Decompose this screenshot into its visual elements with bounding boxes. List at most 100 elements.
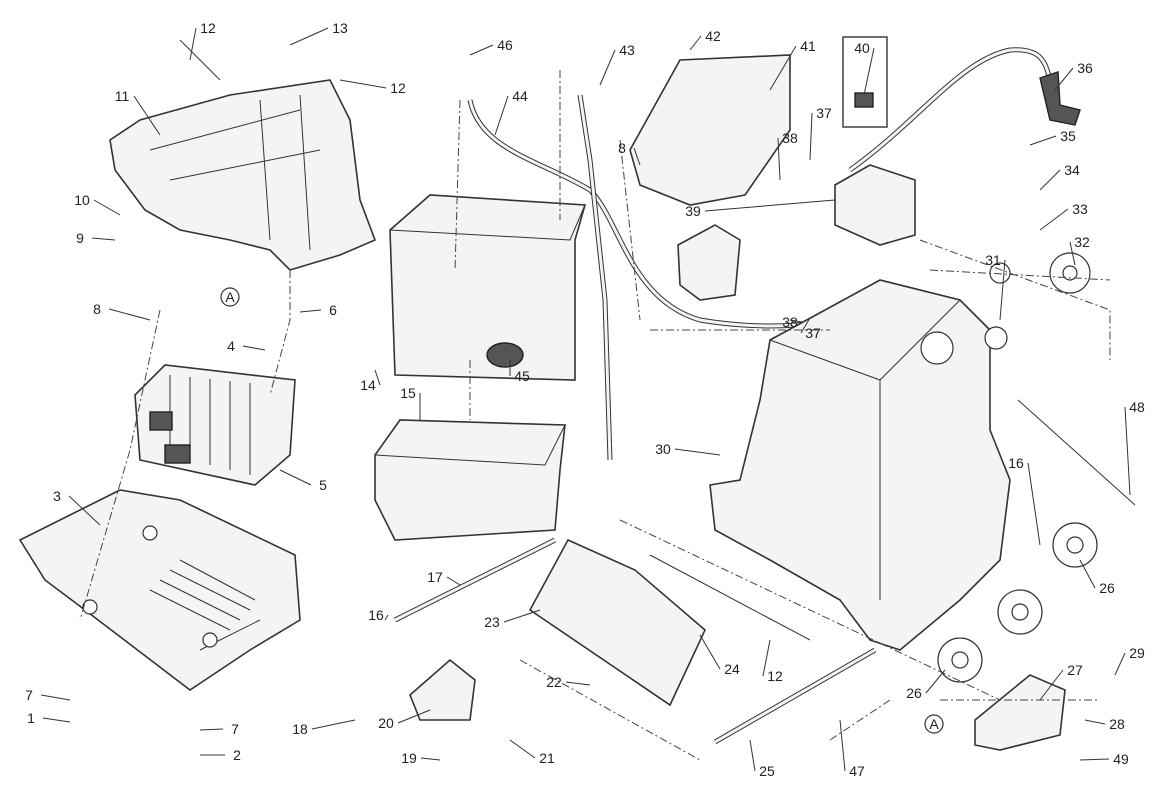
- callout-8: 8: [93, 301, 151, 321]
- callout-number: 11: [115, 88, 130, 104]
- callout-45: 45: [509, 360, 530, 384]
- callout-27: 27: [1039, 662, 1083, 701]
- callout-number: 12: [390, 80, 406, 96]
- relay-box-part: [834, 164, 916, 246]
- svg-text:A: A: [225, 289, 235, 305]
- callout-35: 35: [1029, 128, 1076, 146]
- leader-line: [469, 44, 494, 56]
- callout-number: 13: [332, 20, 348, 36]
- callout-8: 8: [618, 140, 641, 166]
- leader-line: [699, 634, 721, 670]
- callout-42: 42: [689, 28, 721, 51]
- leader-line: [242, 345, 266, 351]
- callout-2: 2: [200, 747, 241, 763]
- callout-number: 15: [400, 385, 416, 401]
- callout-number: 9: [76, 230, 84, 246]
- callout-37: 37: [809, 105, 832, 161]
- callout-23: 23: [484, 609, 541, 630]
- leader-line: [1054, 67, 1074, 91]
- callout-15: 15: [400, 385, 421, 420]
- callout-38: 38: [782, 314, 803, 330]
- callout-12: 12: [339, 79, 406, 96]
- battery-part: [389, 194, 587, 381]
- callout-12: 12: [762, 639, 783, 684]
- callout-number: 4: [227, 338, 235, 354]
- callout-26: 26: [906, 669, 946, 701]
- callout-21: 21: [509, 739, 555, 766]
- callout-number: 46: [497, 37, 513, 53]
- leader-line: [1027, 462, 1041, 546]
- callout-3: 3: [53, 488, 101, 526]
- callout-number: 37: [805, 325, 821, 341]
- svg-text:A: A: [929, 716, 939, 732]
- bracket-part: [974, 674, 1066, 751]
- callout-6: 6: [299, 302, 337, 318]
- leader-line: [420, 757, 441, 761]
- callout-number: 21: [539, 750, 555, 766]
- callout-number: 42: [705, 28, 721, 44]
- frame-part: [709, 279, 1011, 651]
- leader-line: [1079, 559, 1096, 589]
- callout-number: 38: [782, 314, 798, 330]
- callout-26: 26: [1079, 559, 1115, 596]
- leader-line: [1114, 652, 1126, 676]
- callout-34: 34: [1039, 162, 1080, 191]
- leader-line: [133, 95, 161, 136]
- callout-number: 25: [759, 763, 775, 779]
- leader-line: [800, 317, 811, 334]
- callout-number: 45: [514, 368, 530, 384]
- leader-line: [446, 576, 461, 586]
- fuse-inset-frame: [842, 36, 888, 128]
- leader-line: [1084, 719, 1106, 725]
- leader-line: [91, 237, 116, 241]
- leader-line: [199, 728, 224, 731]
- leader-line: [339, 79, 387, 89]
- callout-16: 16: [368, 607, 389, 623]
- callout-number: 49: [1113, 751, 1129, 767]
- leader-line: [108, 308, 151, 321]
- callout-number: 34: [1064, 162, 1080, 178]
- callout-number: 44: [512, 88, 528, 104]
- callout-number: 39: [685, 203, 701, 219]
- callout-47: 47: [839, 719, 865, 779]
- callout-number: 7: [231, 721, 239, 737]
- callout-11: 11: [115, 88, 161, 136]
- callout-43: 43: [599, 42, 635, 86]
- leader-line: [1039, 208, 1069, 231]
- relay-cover-part: [677, 224, 741, 301]
- leader-line: [68, 495, 101, 526]
- callout-29: 29: [1114, 645, 1145, 676]
- callout-number: 28: [1109, 716, 1125, 732]
- callout-number: 36: [1077, 60, 1093, 76]
- callout-31: 31: [985, 252, 1006, 321]
- callout-7: 7: [199, 721, 239, 737]
- callout-number: 41: [800, 38, 816, 54]
- leader-line: [777, 137, 781, 181]
- callout-number: 17: [427, 569, 443, 585]
- callout-number: 32: [1074, 234, 1090, 250]
- battery-tray-part: [374, 419, 566, 541]
- callout-number: 3: [53, 488, 61, 504]
- leader-line: [503, 609, 541, 623]
- leader-line: [999, 259, 1006, 321]
- callout-number: 33: [1072, 201, 1088, 217]
- leader-line: [299, 309, 322, 313]
- callout-number: 23: [484, 614, 500, 630]
- section-marker-A: A: [220, 287, 240, 307]
- leader-line: [374, 369, 381, 386]
- callout-4: 4: [227, 338, 266, 354]
- leader-line: [565, 681, 591, 686]
- callout-number: 31: [985, 252, 1001, 268]
- callout-25: 25: [749, 739, 775, 779]
- callout-number: 37: [816, 105, 832, 121]
- leader-line: [384, 614, 389, 621]
- leader-line: [289, 27, 329, 46]
- callout-number: 6: [329, 302, 337, 318]
- leader-line: [704, 199, 836, 212]
- callout-37: 37: [800, 317, 821, 341]
- callout-46: 46: [469, 37, 513, 56]
- callout-number: 18: [292, 721, 308, 737]
- callout-number: 20: [378, 715, 394, 731]
- leader-line: [1069, 241, 1076, 266]
